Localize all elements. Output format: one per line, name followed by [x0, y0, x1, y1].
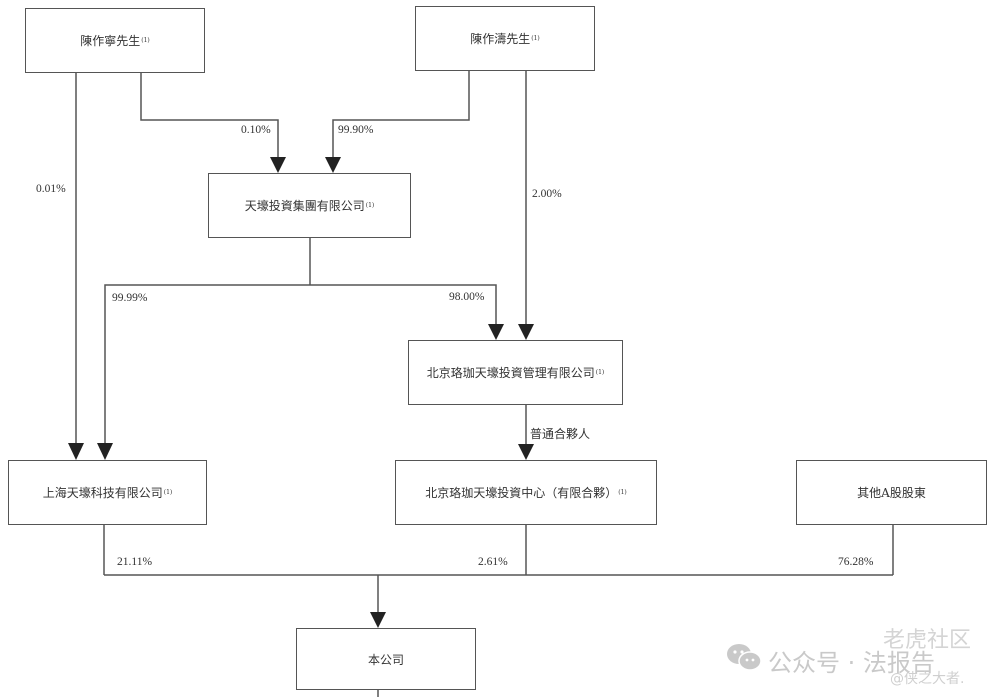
- arrowhead: [518, 444, 534, 460]
- entity-label: 其他A股股東: [857, 486, 926, 500]
- edge-label: 99.99%: [112, 292, 148, 304]
- wechat-icon: [727, 644, 762, 671]
- edge-label: 普通合夥人: [530, 427, 591, 441]
- entity-label: 陳作濤先生: [470, 32, 531, 46]
- edge-label: 2.00%: [532, 188, 562, 200]
- watermark-handle: @侠之大者.: [890, 671, 965, 687]
- entity-label: 天壕投資集團有限公司: [244, 199, 365, 213]
- arrowhead: [97, 443, 113, 460]
- arrowhead: [325, 157, 341, 173]
- edge-label: 99.90%: [338, 124, 374, 136]
- arrowhead: [270, 157, 286, 173]
- edge-label: 98.00%: [449, 291, 485, 303]
- entity-chen-zuoning: 陳作寧先生(1): [25, 8, 205, 73]
- watermark-community: 老虎社区: [883, 628, 972, 653]
- entity-other-a-shareholders: 其他A股股東: [796, 460, 987, 525]
- edge-label: 0.10%: [241, 124, 271, 136]
- entity-label: 上海天壕科技有限公司: [42, 486, 163, 500]
- edge-label: 2.61%: [478, 556, 508, 568]
- edge-chen-zuotao-to-tianhao-group: [332, 71, 470, 157]
- footnote-marker: (1): [365, 202, 375, 209]
- edge-label: 76.28%: [838, 556, 874, 568]
- entity-label: 北京珞珈天壕投資管理有限公司: [426, 366, 595, 380]
- footnote-marker: (1): [595, 369, 605, 376]
- footnote-marker: (1): [163, 489, 173, 496]
- edge-chen-zuoning-to-tianhao-group: [140, 73, 279, 157]
- entity-company: 本公司: [296, 628, 476, 690]
- arrowhead: [68, 443, 84, 460]
- arrowhead: [488, 324, 504, 340]
- edge-tianhao-group-to-luojia-mgmt: [310, 284, 497, 324]
- entity-shanghai-tech: 上海天壕科技有限公司(1): [8, 460, 207, 525]
- arrowhead: [518, 324, 534, 340]
- watermark-wechat: 公众号 · 法报告: [768, 649, 935, 677]
- arrowhead: [370, 612, 386, 628]
- footnote-marker: (1): [141, 37, 150, 44]
- entity-label: 陳作寧先生: [80, 34, 141, 48]
- edge-tianhao-group-to-shanghai-tech: [104, 284, 310, 443]
- footnote-marker: (1): [618, 489, 627, 496]
- footnote-marker: (1): [531, 35, 540, 42]
- entity-label: 本公司: [367, 652, 404, 667]
- entity-chen-zuotao: 陳作濤先生(1): [415, 6, 595, 71]
- edge-label: 21.11%: [117, 556, 153, 568]
- entity-tianhao-group: 天壕投資集團有限公司(1): [208, 173, 411, 238]
- edge-label: 0.01%: [36, 183, 66, 195]
- entity-luojia-mgmt: 北京珞珈天壕投資管理有限公司(1): [408, 340, 623, 405]
- entity-luojia-center: 北京珞珈天壕投資中心（有限合夥）(1): [395, 460, 657, 525]
- entity-label: 北京珞珈天壕投資中心（有限合夥）: [425, 486, 618, 500]
